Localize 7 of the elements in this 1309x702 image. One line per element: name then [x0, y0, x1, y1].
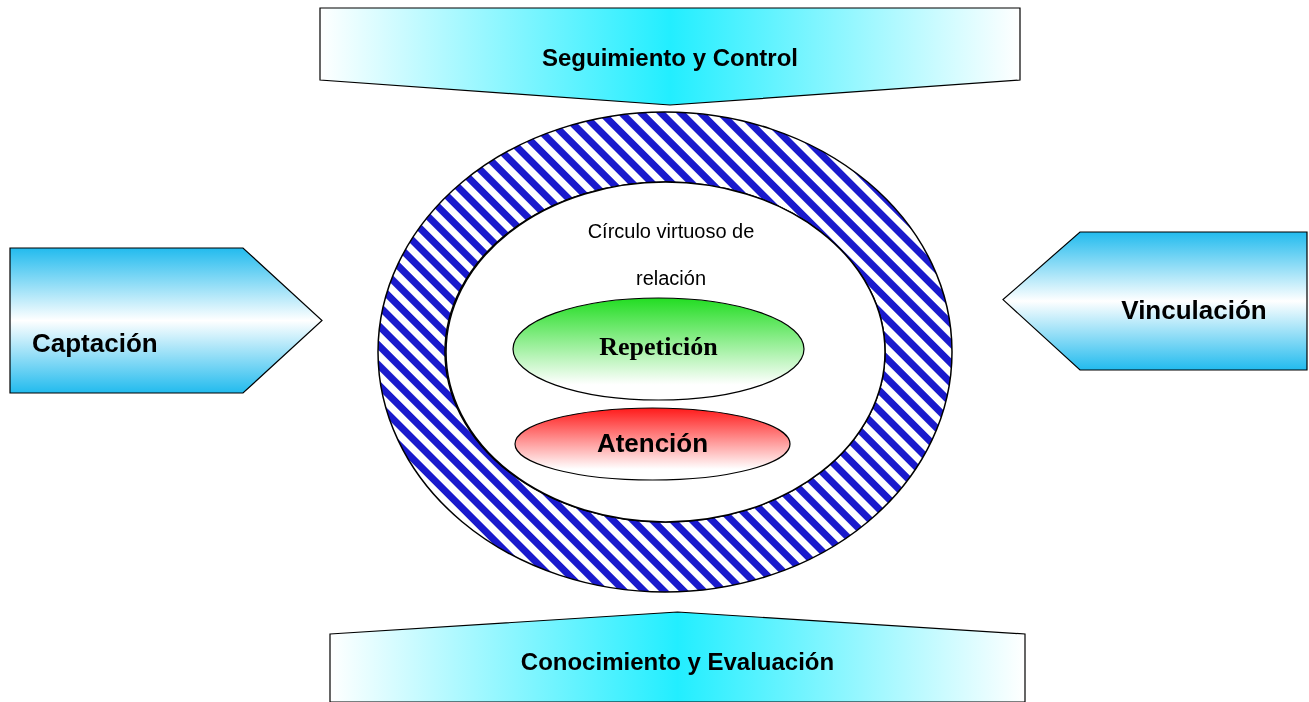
arrow-label: Conocimiento y Evaluación — [519, 648, 836, 676]
arrow-label: Captación — [32, 328, 158, 359]
ellipse-label: Repetición — [598, 332, 719, 362]
circle-title: Círculo virtuoso de relación — [586, 219, 756, 291]
arrow-label: Seguimiento y Control — [541, 44, 799, 72]
ellipse-label: Atención — [595, 428, 710, 459]
arrow-label: Vinculación — [1120, 295, 1268, 326]
